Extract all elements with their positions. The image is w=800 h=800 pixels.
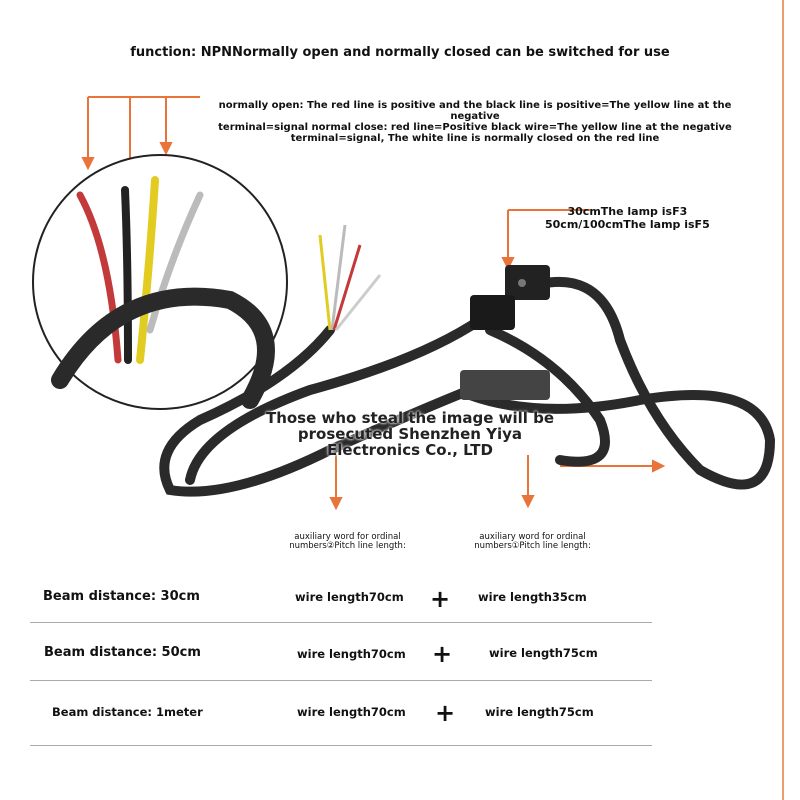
pitch-label-line: auxiliary word for ordinal [294,532,401,542]
lamp-note-line: 30cmThe lamp isF3 [567,205,688,218]
plus-sign: + [435,699,456,727]
plus-sign: + [430,585,451,613]
pitch-arrows [329,455,666,511]
wire-length-a: wire length70cm [297,647,406,661]
controller-box [460,370,550,400]
wire-length-a: wire length70cm [295,590,404,604]
pitch-label-line: numbers②Pitch line length: [289,541,406,551]
pitch-label-1: auxiliary word for ordinal numbers①Pitch… [465,533,600,551]
wiring-note: normally open: The red line is positive … [195,100,755,144]
wire-closeup [51,176,275,409]
row-divider [30,745,652,746]
wire-length-b: wire length75cm [489,646,598,660]
wiring-note-line: terminal=signal, The white line is norma… [290,133,660,144]
watermark-line: Those who steal the image will be [265,409,555,427]
wire-length-b: wire length75cm [485,705,594,719]
wiring-note-line: terminal=signal normal close: red line=P… [218,122,732,133]
sensor-cables [159,276,776,497]
beam-distance-1meter: Beam distance: 1meter [52,705,203,719]
row-divider [30,680,652,681]
wire-pointer-arrows [81,96,200,176]
beam-distance-30cm: Beam distance: 30cm [43,589,200,604]
cable-end-wires [318,224,382,331]
watermark-line: prosecuted Shenzhen Yiya [297,425,523,443]
watermark-text: Those who steal the image will be prosec… [220,410,600,458]
pitch-label-2: auxiliary word for ordinal numbers②Pitch… [280,533,415,551]
row-divider [30,622,652,623]
lamp-note: 30cmThe lamp isF3 50cm/100cmThe lamp isF… [545,205,710,231]
right-border-line [782,0,784,800]
lamp-arrow [501,209,590,271]
wire-length-b: wire length35cm [478,590,587,604]
plus-sign: + [432,640,453,668]
wiring-note-line: normally open: The red line is positive … [218,100,732,122]
pitch-label-line: numbers①Pitch line length: [474,541,591,551]
lamp-note-line: 50cm/100cmThe lamp isF5 [545,218,710,231]
sensor-heads [460,265,550,400]
wire-length-a: wire length70cm [297,705,406,719]
function-title: function: NPNNormally open and normally … [130,45,670,60]
beam-distance-50cm: Beam distance: 50cm [44,645,201,660]
pitch-label-line: auxiliary word for ordinal [479,532,586,542]
watermark-line: Electronics Co., LTD [327,441,493,459]
